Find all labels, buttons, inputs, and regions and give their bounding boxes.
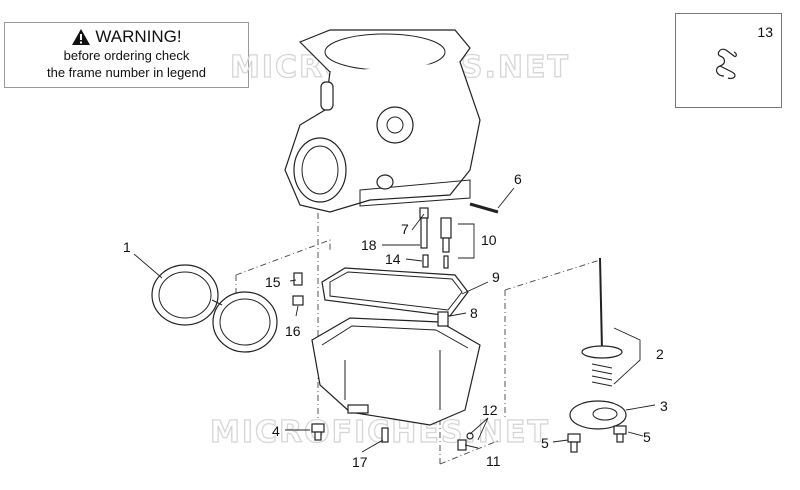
spacer-16 — [292, 295, 304, 306]
callout-5b: 5 — [643, 429, 651, 445]
callout-11: 11 — [486, 453, 501, 469]
warning-line-2: the frame number in legend — [47, 65, 206, 80]
carburetor-body — [284, 29, 481, 213]
detail-box-13: 13 — [675, 13, 782, 108]
guide-line — [235, 239, 331, 276]
callout-15: 15 — [265, 274, 281, 290]
callout-6: 6 — [514, 171, 522, 187]
callout-17: 17 — [352, 454, 368, 470]
callout-1: 1 — [123, 239, 131, 255]
detail-number: 13 — [757, 24, 773, 40]
float-bowl — [311, 311, 481, 426]
callout-12: 12 — [482, 402, 498, 418]
screw-5b — [613, 425, 627, 435]
callout-5a: 5 — [541, 435, 549, 451]
callout-7: 7 — [401, 221, 409, 237]
pin-6 — [469, 202, 499, 214]
warning-line-1: before ordering check — [63, 48, 190, 63]
float-1 — [151, 264, 278, 353]
needle-diaphragm-2 — [581, 257, 623, 387]
warning-heading: WARNING! — [5, 27, 248, 47]
callout-2: 2 — [656, 346, 664, 362]
screw-17 — [381, 427, 389, 443]
screw-5a — [567, 433, 581, 443]
callout-16: 16 — [285, 323, 301, 339]
screw-4 — [311, 423, 325, 433]
callout-8: 8 — [470, 305, 478, 321]
gasket-9 — [321, 267, 469, 317]
callout-3: 3 — [660, 398, 668, 414]
oring-12 — [466, 432, 474, 440]
warning-triangle-icon — [72, 29, 91, 45]
callout-9: 9 — [492, 269, 500, 285]
plug-11 — [457, 439, 467, 451]
jet-assembly — [419, 207, 452, 269]
screw-15 — [293, 272, 303, 286]
callout-10: 10 — [481, 232, 497, 248]
callout-14: 14 — [385, 251, 401, 267]
guide-line — [504, 259, 601, 291]
callout-4: 4 — [272, 423, 280, 439]
warning-box: WARNING! before ordering check the frame… — [4, 22, 249, 88]
guide-line — [439, 439, 501, 465]
warning-title: WARNING! — [95, 27, 182, 46]
watermark-bottom: MICROFICHES.NET — [210, 415, 550, 450]
spring-clip-icon — [715, 48, 737, 80]
callout-18: 18 — [361, 237, 377, 253]
cover-3 — [569, 400, 627, 430]
